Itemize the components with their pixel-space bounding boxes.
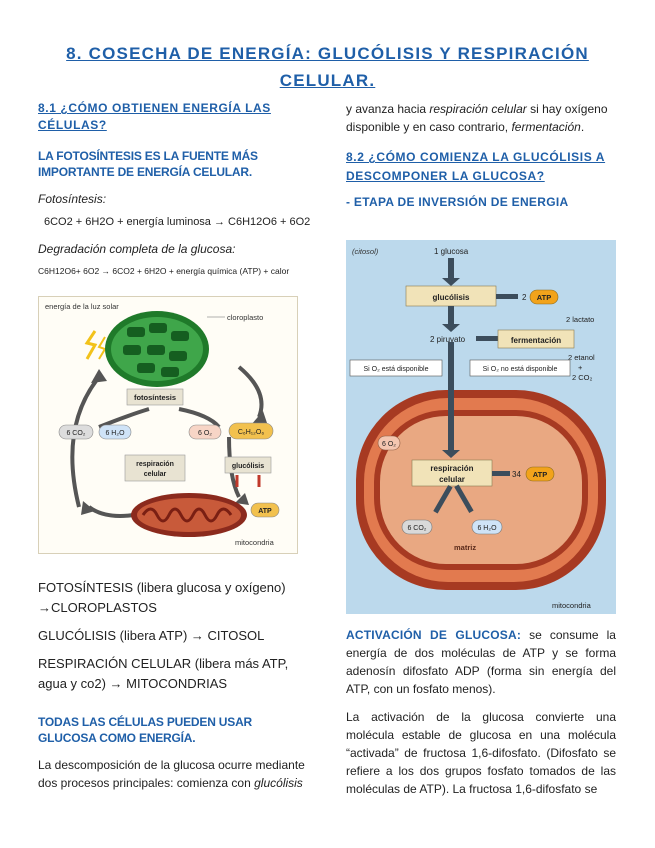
lactate-label: 2 lactato	[566, 315, 594, 324]
fermentation-box	[497, 329, 575, 349]
pyruvate-label: 2 piruvato	[430, 335, 466, 344]
mitochondria-label: mitocondria	[235, 538, 275, 547]
paragraph-continuation: y avanza hacia respiración celular si ha…	[346, 100, 616, 136]
right-column: y avanza hacia respiración celular si ha…	[346, 100, 616, 210]
photosynthesis-box	[126, 388, 184, 406]
atp-2-count: 2	[522, 293, 527, 302]
mitochondria-label: mitocondria	[552, 601, 592, 610]
photosynthesis-cycle-figure: energía de la luz solar cloroplasto foto…	[38, 296, 298, 554]
paragraph-decomposition-text: La descomposición de la glucosa ocurre m…	[38, 758, 305, 790]
left-lower-text: FOTOSÍNTESIS (libera glucosa y oxígeno) …	[38, 578, 313, 792]
glycolysis-figure: (citosol) 1 glucosa glucólisis 2 ATP 2 p…	[346, 240, 616, 614]
atp-label: ATP	[258, 508, 272, 515]
activation-label: ACTIVACIÓN DE GLUCOSA:	[346, 628, 522, 642]
subheading-all-cells: TODAS LAS CÉLULAS PUEDEN USAR GLUCOSA CO…	[38, 715, 252, 745]
atp-34-label: ATP	[533, 470, 547, 479]
list-respiration: RESPIRACIÓN CELULAR (libera más ATP, agu…	[38, 656, 289, 691]
paragraph-decomposition: La descomposición de la glucosa ocurre m…	[38, 756, 313, 792]
paragraph-activation: ACTIVACIÓN DE GLUCOSA: se consume la ene…	[346, 626, 616, 698]
atp-2-label: ATP	[537, 293, 551, 302]
paragraph-decomposition-italic: glucólisis	[254, 776, 303, 790]
glycolysis-diagram: (citosol) 1 glucosa glucólisis 2 ATP 2 p…	[346, 240, 616, 614]
respiration-label-1: respiración	[430, 464, 473, 473]
left-column: 8.1 ¿CÓMO OBTIENEN ENERGÍA LAS CÉLULAS? …	[38, 100, 313, 278]
photosynthesis-formula: 6CO2 + 6H2O + energía luminosa → C6H12O6…	[44, 216, 311, 228]
matrix-label: matriz	[454, 543, 476, 552]
cont-text-e: .	[580, 120, 585, 134]
plus-sign: +	[578, 363, 583, 372]
o2-not-available-label: Si O₂ no está disponible	[483, 366, 558, 373]
mitochondrion-icon	[131, 493, 247, 537]
fermentation-box-label: fermentación	[511, 336, 561, 345]
paragraph-activation-detail: La activación de la glucosa convierte un…	[346, 710, 616, 796]
o2-6-label: 6 O₂	[382, 441, 396, 448]
sunlight-label: energía de la luz solar	[45, 302, 119, 311]
o2-not-available-box	[469, 359, 571, 377]
glycolysis-box-label: glucólisis	[433, 293, 470, 302]
degradation-label: Degradación completa de la glucosa:	[38, 242, 236, 256]
glycolysis-box-label: glucólisis	[232, 463, 264, 470]
chloroplast-label: cloroplasto	[227, 313, 263, 322]
cont-text-a: y avanza hacia	[346, 102, 430, 116]
subheading-investment-stage: - ETAPA DE INVERSIÓN DE ENERGIA	[346, 195, 569, 209]
cont-italic-respiration: respiración celular	[429, 102, 527, 116]
respiration-label-1: respiración	[136, 461, 174, 468]
respiration-label-2: celular	[144, 471, 167, 478]
respiration-box	[411, 459, 493, 487]
mitochondrion-icon	[356, 390, 606, 590]
page-title: 8. COSECHA DE ENERGÍA: GLUCÓLISIS Y RESP…	[66, 44, 589, 90]
respiration-box	[124, 454, 186, 482]
glycolysis-box	[224, 456, 272, 474]
cont-text-c: si hay oxígeno disponible y en caso cont…	[346, 102, 608, 134]
chloroplast-icon	[105, 311, 209, 387]
h2o-label: 6 H₂O	[105, 430, 125, 437]
degradation-formula: C6H12O6+ 6O2 → 6CO2 + 6H2O + energía quí…	[38, 266, 290, 276]
section-heading-8-2: 8.2 ¿CÓMO COMIENZA LA GLUCÓLISIS A DESCO…	[346, 150, 606, 183]
photosynthesis-box-label: fotosíntesis	[134, 393, 176, 402]
co2-label: 6 CO₂	[66, 430, 85, 437]
glucose-label: 1 glucosa	[434, 247, 469, 256]
o2-label: 6 O₂	[198, 430, 212, 437]
section-heading-8-1: 8.1 ¿CÓMO OBTIENEN ENERGÍA LAS CÉLULAS?	[38, 101, 271, 132]
cont-italic-fermentation: fermentación	[511, 120, 581, 134]
glucose-label: C₆H₁₂O₆	[238, 429, 264, 436]
cytosol-label: (citosol)	[352, 247, 379, 256]
subheading-photosynthesis: LA FOTOSÍNTESIS ES LA FUENTE MÁS IMPORTA…	[38, 149, 258, 179]
respiration-label-2: celular	[439, 475, 465, 484]
sun-icon	[84, 330, 107, 360]
co2-6-label: 6 CO₂	[407, 525, 426, 532]
co2-2-label: 2 CO₂	[572, 373, 593, 382]
atp-34-count: 34	[512, 470, 521, 479]
cycle-diagram: energía de la luz solar cloroplasto foto…	[39, 297, 297, 553]
list-glycolysis: GLUCÓLISIS (libera ATP) → CITOSOL	[38, 628, 265, 643]
ethanol-label: 2 etanol	[568, 353, 595, 362]
right-lower-text: ACTIVACIÓN DE GLUCOSA: se consume la ene…	[346, 626, 616, 798]
list-photosynthesis: FOTOSÍNTESIS (libera glucosa y oxígeno) …	[38, 580, 286, 615]
o2-available-box	[349, 359, 443, 377]
activation-text: se consume la energía de dos moléculas d…	[346, 628, 616, 696]
h2o-6-label: 6 H₂O	[477, 525, 497, 532]
photosynthesis-label: Fotosíntesis:	[38, 192, 107, 206]
o2-available-label: Si O₂ está disponible	[364, 366, 429, 373]
